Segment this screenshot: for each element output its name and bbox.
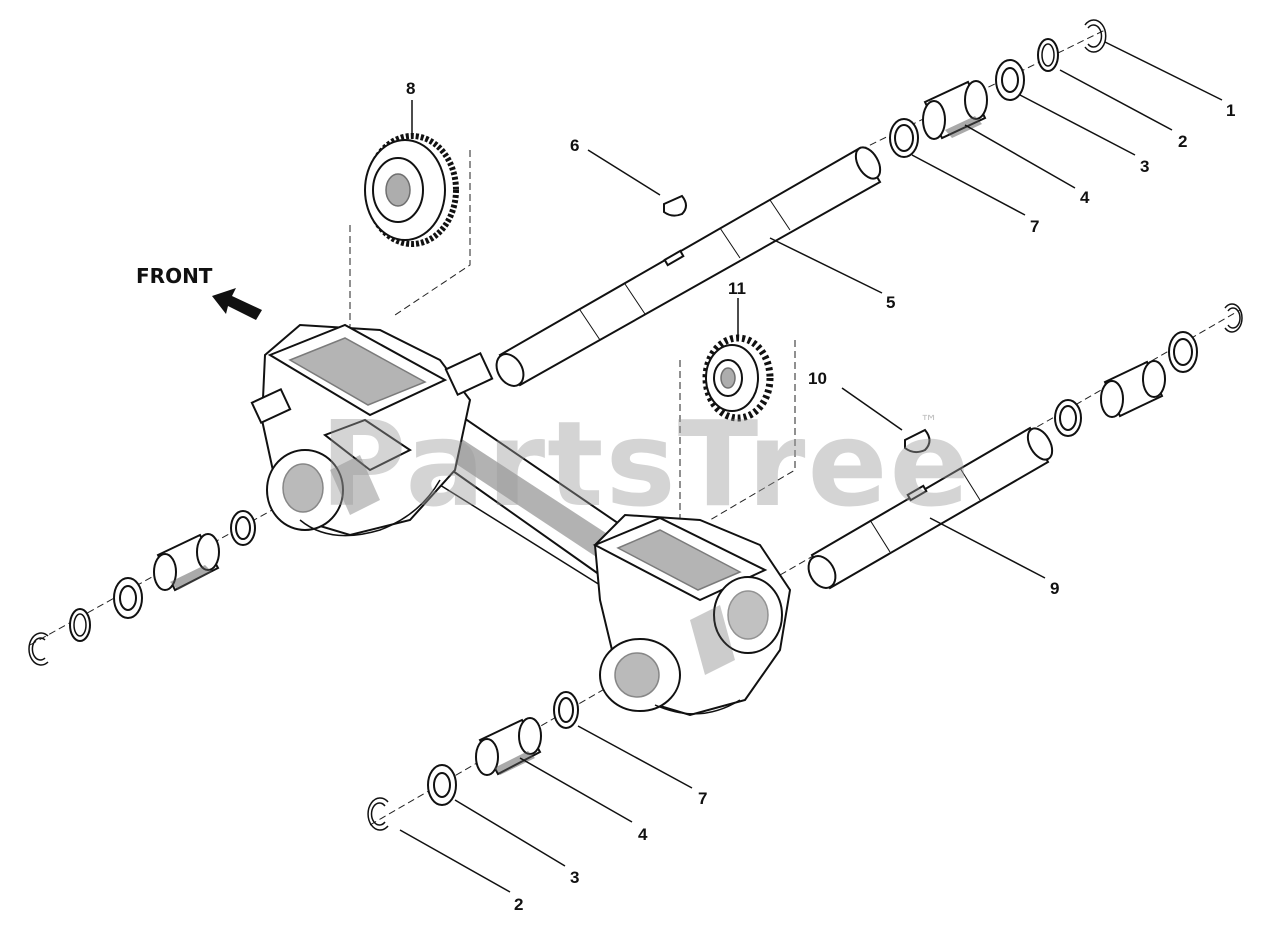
upper-right-parts — [889, 19, 1107, 158]
shaft-lower — [807, 426, 1054, 590]
leader-lines — [399, 41, 1223, 893]
callouts: 1 2 3 4 7 6 5 8 11 10 9 7 4 3 2 — [406, 79, 1235, 914]
front-label: FRONT — [136, 264, 213, 288]
callout-1: 1 — [1226, 101, 1235, 120]
lower-right-parts — [1054, 303, 1243, 437]
callout-2-lower: 2 — [514, 895, 523, 914]
callout-11: 11 — [728, 279, 746, 298]
callout-7-upper: 7 — [1030, 217, 1039, 236]
callout-8: 8 — [406, 79, 415, 98]
transmission-housing — [250, 323, 792, 717]
callout-2-upper: 2 — [1178, 132, 1187, 151]
lower-center-parts — [367, 691, 579, 831]
watermark: PartsTree ™ — [320, 395, 972, 533]
callout-6: 6 — [570, 136, 579, 155]
shaft-upper — [495, 146, 882, 387]
left-parts — [28, 510, 256, 666]
callout-4-upper: 4 — [1080, 188, 1090, 207]
front-arrow-icon — [212, 288, 262, 320]
callout-3-lower: 3 — [570, 868, 579, 887]
callout-4-lower: 4 — [638, 825, 648, 844]
callout-9: 9 — [1050, 579, 1059, 598]
watermark-text: PartsTree — [320, 395, 972, 533]
watermark-trademark: ™ — [920, 412, 938, 433]
callout-3-upper: 3 — [1140, 157, 1149, 176]
woodruff-key-lower — [904, 428, 931, 454]
gear-upper — [364, 133, 459, 247]
front-indicator: FRONT — [136, 264, 262, 320]
callout-10: 10 — [808, 369, 827, 388]
callout-7-lower: 7 — [698, 789, 707, 808]
callout-5: 5 — [886, 293, 895, 312]
woodruff-key-upper — [663, 194, 687, 217]
gear-lower — [702, 334, 774, 422]
